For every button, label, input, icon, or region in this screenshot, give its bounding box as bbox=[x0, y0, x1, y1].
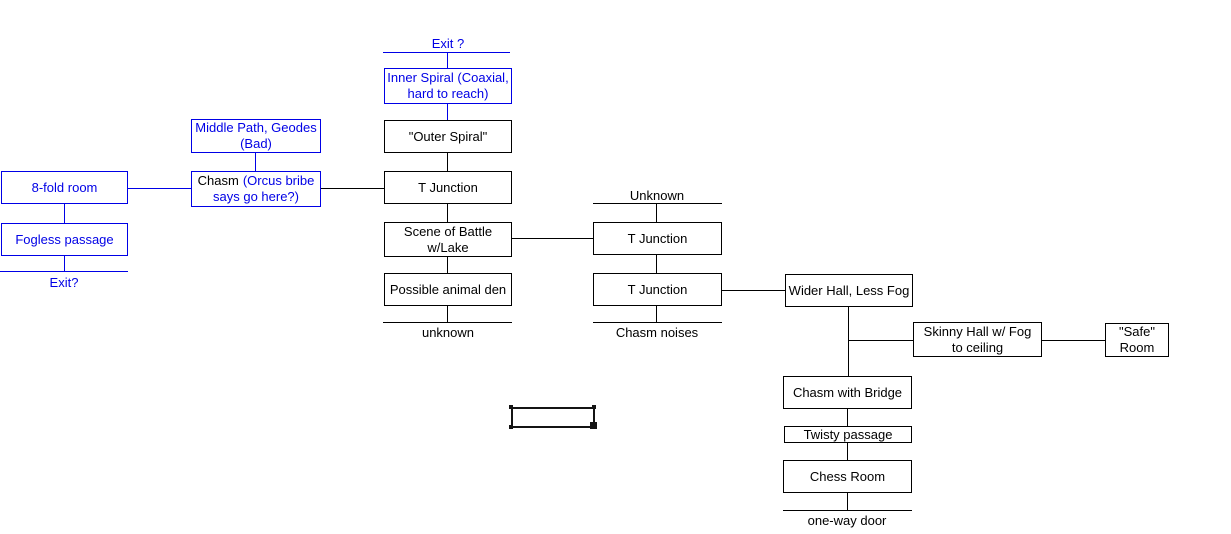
node-chess-room: Chess Room bbox=[783, 460, 912, 493]
edge-animal-den-to-unknown bbox=[447, 306, 448, 322]
node-fogless-passage: Fogless passage bbox=[1, 223, 128, 256]
edge-8fold-to-fogless bbox=[64, 204, 65, 223]
edge-inner-to-outer-spiral bbox=[447, 104, 448, 120]
label-unknown-top: Unknown bbox=[629, 188, 685, 203]
edge-exit-to-inner-spiral bbox=[447, 53, 448, 68]
selected-empty-rectangle[interactable] bbox=[511, 407, 595, 428]
chasm-line-1: Chasm(Orcus bribe bbox=[197, 173, 315, 188]
label-exit-left: Exit? bbox=[49, 275, 79, 290]
edge-chasm-noises-line bbox=[593, 322, 722, 323]
node-skinny-hall: Skinny Hall w/ Fog to ceiling bbox=[913, 322, 1042, 357]
node-safe-room: "Safe" Room bbox=[1105, 323, 1169, 357]
edge-scene-to-animal-den bbox=[447, 257, 448, 273]
edge-scene-to-t-junction-1 bbox=[512, 238, 593, 239]
edge-one-way-door-line bbox=[783, 510, 912, 511]
node-middle-path-geodes: Middle Path, Geodes (Bad) bbox=[191, 119, 321, 153]
resize-handle-top-left[interactable] bbox=[509, 405, 513, 409]
label-unknown-bottom: unknown bbox=[421, 325, 475, 340]
node-chasm-orcus: Chasm(Orcus bribe says go here?) bbox=[191, 171, 321, 207]
edge-t-junction-1-to-2 bbox=[656, 255, 657, 273]
node-t-junction-center: T Junction bbox=[384, 171, 512, 204]
edge-unknown-bottom-line bbox=[383, 322, 512, 323]
label-one-way-door: one-way door bbox=[807, 513, 887, 528]
edge-outer-spiral-to-t-junction bbox=[447, 153, 448, 171]
resize-handle-bottom-left[interactable] bbox=[509, 425, 513, 429]
label-exit-top: Exit ? bbox=[431, 36, 465, 51]
node-wider-hall: Wider Hall, Less Fog bbox=[785, 274, 913, 307]
edge-chasm-to-t-junction bbox=[321, 188, 384, 189]
node-t-junction-lower-right: T Junction bbox=[593, 273, 722, 306]
node-chasm-with-bridge: Chasm with Bridge bbox=[783, 376, 912, 409]
edge-skinny-hall-to-safe-room bbox=[1042, 340, 1105, 341]
node-t-junction-upper-right: T Junction bbox=[593, 222, 722, 255]
node-inner-spiral: Inner Spiral (Coaxial, hard to reach) bbox=[384, 68, 512, 104]
label-chasm-noises: Chasm noises bbox=[615, 325, 699, 340]
edge-t-junction-to-scene bbox=[447, 204, 448, 222]
edge-chess-to-one-way-door bbox=[847, 493, 848, 510]
edge-chasm-bridge-to-twisty bbox=[847, 409, 848, 426]
node-possible-animal-den: Possible animal den bbox=[384, 273, 512, 306]
edge-wider-hall-to-chasm-bridge bbox=[848, 307, 849, 376]
node-twisty-passage: Twisty passage bbox=[784, 426, 912, 443]
edge-middle-path-to-chasm bbox=[255, 153, 256, 171]
resize-handle-bottom-right[interactable] bbox=[590, 422, 597, 429]
edge-fogless-to-exit bbox=[64, 256, 65, 271]
edge-exit-left-line bbox=[0, 271, 128, 272]
edge-unknown-to-t-junction-1 bbox=[656, 203, 657, 222]
edge-branch-to-skinny-hall bbox=[849, 340, 913, 341]
edge-t-junction-2-to-chasm-noises bbox=[656, 306, 657, 322]
node-8-fold-room: 8-fold room bbox=[1, 171, 128, 204]
edge-8fold-to-chasm bbox=[128, 188, 191, 189]
edge-t-junction-2-to-wider-hall bbox=[722, 290, 785, 291]
node-outer-spiral: "Outer Spiral" bbox=[384, 120, 512, 153]
edge-twisty-to-chess bbox=[847, 443, 848, 460]
resize-handle-top-right[interactable] bbox=[592, 405, 596, 409]
node-scene-of-battle: Scene of Battle w/Lake bbox=[384, 222, 512, 257]
edge-unknown-top-line bbox=[593, 203, 722, 204]
edge-exit-top-line bbox=[383, 52, 510, 53]
